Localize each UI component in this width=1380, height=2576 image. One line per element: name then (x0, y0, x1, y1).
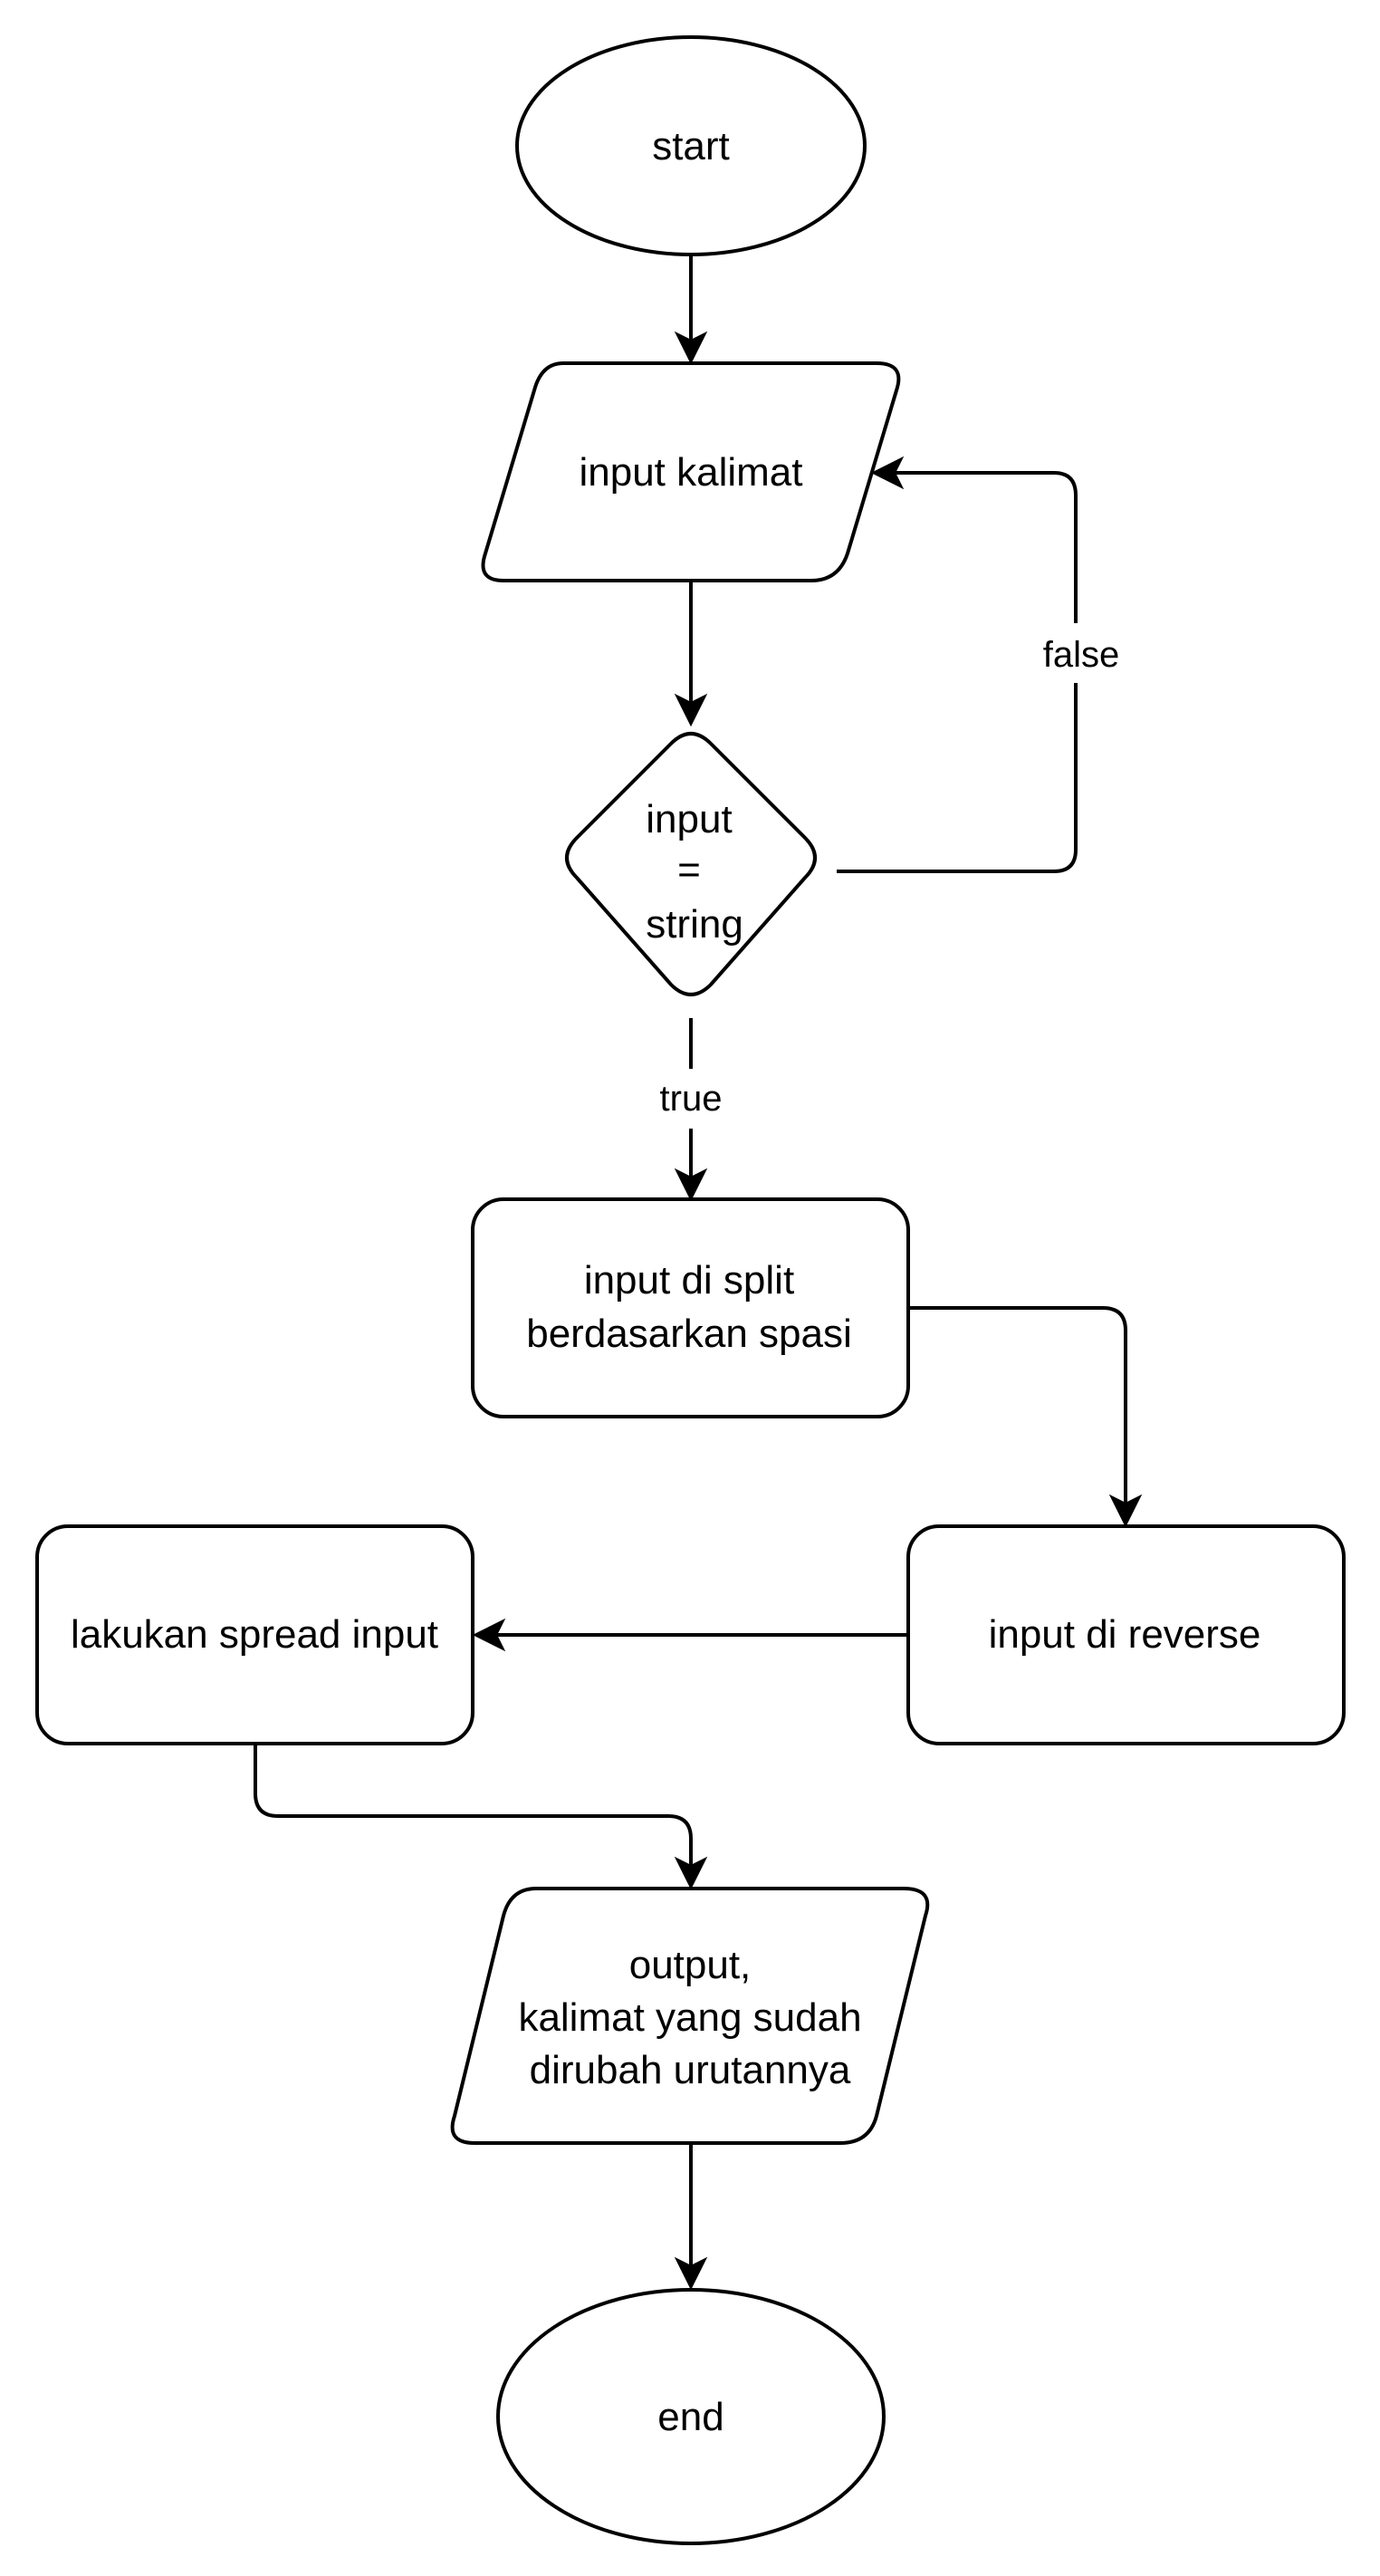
output-label-line-1: output, (629, 1943, 752, 1987)
output-node: output, kalimat yang sudah dirubah uruta… (450, 1887, 930, 2145)
input-kalimat-node: input kalimat (481, 361, 901, 582)
edge-labels: false true (650, 623, 1119, 1129)
arrowhead (674, 1168, 708, 1202)
arrowhead (674, 331, 708, 365)
edge-output-to-end (674, 2143, 708, 2291)
edge-input-to-decision (674, 581, 708, 727)
reverse-node: input di reverse (906, 1524, 1346, 1745)
edge-label-true: true (660, 1079, 723, 1119)
spread-label: lakukan spread input (71, 1612, 438, 1657)
start-node: start (515, 35, 867, 256)
split-label-line-2: berdasarkan spasi (526, 1312, 852, 1356)
output-label-line-2: kalimat yang sudah (518, 1995, 861, 2040)
decision-label-line-3: string (646, 902, 743, 947)
input-kalimat-label: input kalimat (579, 450, 802, 495)
decision-label-line-1: input (646, 797, 732, 841)
edge-start-to-input (674, 255, 708, 365)
split-label-line-1: input di split (584, 1258, 794, 1302)
spread-node: lakukan spread input (35, 1524, 474, 1745)
edge-label-false: false (1043, 635, 1120, 675)
split-node: input di split berdasarkan spasi (471, 1197, 910, 1418)
arrowhead (674, 693, 708, 727)
arrowhead (1108, 1494, 1143, 1528)
edges (254, 255, 1143, 2291)
arrowhead (472, 1618, 506, 1652)
end-label: end (657, 2395, 724, 2439)
start-label: start (652, 124, 730, 168)
output-label-line-3: dirubah urutannya (530, 2048, 851, 2092)
reverse-label: input di reverse (989, 1612, 1261, 1657)
edge-split-to-reverse (908, 1306, 1143, 1528)
decision-node: input = string (565, 732, 817, 996)
decision-label-line-2: = (677, 848, 701, 892)
end-node: end (496, 2288, 886, 2545)
arrowhead (674, 2256, 708, 2291)
edge-reverse-to-spread (472, 1618, 908, 1652)
arrowhead (674, 1856, 708, 1890)
arrowhead (870, 456, 905, 490)
edge-spread-to-output (254, 1744, 708, 1890)
